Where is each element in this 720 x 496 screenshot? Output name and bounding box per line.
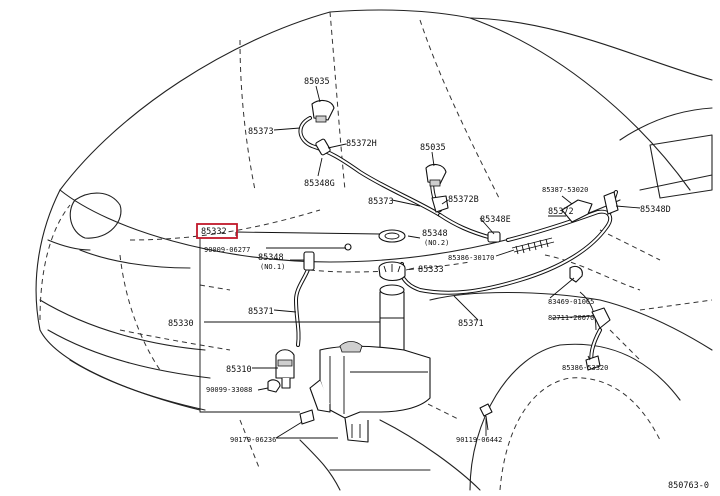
washer-nozzle-85035-mid bbox=[425, 163, 447, 187]
label-85372: 85372 bbox=[548, 207, 574, 217]
label-90009: 90009-06277 bbox=[204, 246, 250, 254]
vehicle-outline bbox=[35, 9, 713, 491]
washer-parts bbox=[267, 99, 619, 443]
label-90179: 90179-06236 bbox=[230, 436, 276, 444]
leader-lines bbox=[199, 85, 641, 439]
label-85348E: 85348E bbox=[480, 215, 511, 225]
bolt-90119 bbox=[479, 403, 493, 431]
corrugated-hose-85386 bbox=[511, 237, 555, 255]
label-85348-no2: 85348 bbox=[422, 229, 448, 239]
label-85035-top: 85035 bbox=[304, 77, 330, 87]
label-85373-top: 85373 bbox=[248, 127, 274, 137]
label-85372B: 85372B bbox=[448, 195, 479, 205]
hood-outline bbox=[59, 9, 691, 191]
label-83469: 83469-01065 bbox=[548, 298, 594, 306]
washer-pump-85310 bbox=[275, 349, 295, 389]
cap-85333 bbox=[378, 261, 406, 282]
clamp-82711 bbox=[591, 307, 611, 329]
washer-hoses bbox=[294, 116, 618, 367]
bracket-85387 bbox=[561, 199, 593, 223]
label-85373-mid: 85373 bbox=[368, 197, 394, 207]
wheel-arch bbox=[469, 343, 681, 491]
label-85035-mid: 85035 bbox=[420, 143, 446, 153]
label-82711: 82711-20070 bbox=[548, 314, 594, 322]
label-85348D: 85348D bbox=[640, 205, 671, 215]
label-85310: 85310 bbox=[226, 365, 252, 375]
label-85387: 85387-53020 bbox=[542, 186, 588, 194]
clip-83469 bbox=[569, 265, 583, 283]
headlight bbox=[69, 192, 122, 239]
label-90099: 90099-33088 bbox=[206, 386, 252, 394]
label-85386b: 85386-53320 bbox=[562, 364, 608, 372]
hood-front-edge bbox=[59, 189, 621, 263]
label-no2: (NO.2) bbox=[424, 239, 449, 247]
grommet-85348-no2 bbox=[378, 229, 406, 243]
label-85348-no1: 85348 bbox=[258, 253, 284, 263]
label-85348G: 85348G bbox=[304, 179, 335, 189]
side-window bbox=[649, 134, 713, 199]
bolt-90179 bbox=[299, 409, 315, 425]
label-85372H: 85372H bbox=[346, 139, 377, 149]
drawing-number: 850763-0 bbox=[668, 481, 709, 491]
washer-reservoir-85330 bbox=[309, 284, 431, 443]
label-85332[interactable]: 85332 bbox=[201, 227, 227, 237]
fender bbox=[429, 291, 713, 351]
part-labels: 85035 85373 85372H 85035 85348G 85373 85… bbox=[168, 77, 709, 491]
label-85333: 85333 bbox=[418, 265, 444, 275]
windshield-pillar bbox=[469, 17, 713, 81]
label-85386: 85386-30170 bbox=[448, 254, 494, 262]
washer-nozzle-85035-top bbox=[311, 99, 335, 123]
label-90119: 90119-06442 bbox=[456, 436, 502, 444]
label-85371-left: 85371 bbox=[248, 307, 274, 317]
clamp-90099 bbox=[267, 379, 281, 393]
label-no1: (NO.1) bbox=[260, 263, 285, 271]
label-85371-right: 85371 bbox=[458, 319, 484, 329]
label-85330: 85330 bbox=[168, 319, 194, 329]
highlight-85332 bbox=[196, 223, 238, 239]
